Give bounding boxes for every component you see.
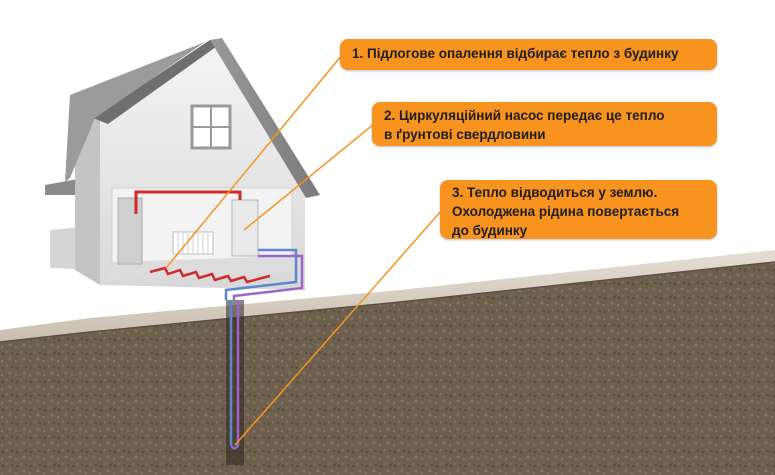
callout-2-line-1: 2. Циркуляційний насос передає це тепло: [384, 108, 665, 123]
callout-1-line-1: 1. Підлогове опалення відбирає тепло з б…: [352, 46, 679, 61]
leader-line-2: [243, 123, 375, 231]
ground-loop-supply: [224, 248, 298, 300]
soil-layer: [0, 262, 775, 475]
leader-lines: [165, 54, 443, 446]
ground-loop-return: [232, 254, 304, 300]
borehole: [226, 300, 244, 465]
callout-3-line-3: до будинку: [452, 223, 528, 238]
house: [45, 38, 320, 300]
roof-front: [93, 40, 220, 124]
callout-floor-heating: 1. Підлогове опалення відбирає тепло з б…: [340, 39, 717, 70]
underfloor-heating: [149, 266, 271, 284]
ground-edge: [0, 261, 775, 343]
leader-line-3: [234, 209, 443, 446]
leader-line-1: [165, 54, 343, 269]
callout-3-line-1: 3. Тепло відводиться у землю.: [452, 185, 658, 200]
interior-floor: [108, 256, 298, 280]
ground-surface: [0, 250, 775, 342]
callout-ground-transfer: 3. Тепло відводиться у землю. Охолоджена…: [440, 180, 717, 239]
storage-tank: [117, 197, 143, 265]
roof-side: [65, 42, 205, 182]
hot-pipe: [134, 190, 242, 200]
callout-circulation-pump: 2. Циркуляційний насос передає це тепло …: [372, 102, 717, 146]
roof-right: [210, 38, 320, 198]
heat-pump-unit: [231, 199, 259, 257]
ground: [0, 250, 775, 475]
callout-2-line-2: в ґрунтові свердловини: [384, 127, 546, 142]
callout-3-line-2: Охолоджена рідина повертається: [452, 204, 680, 219]
